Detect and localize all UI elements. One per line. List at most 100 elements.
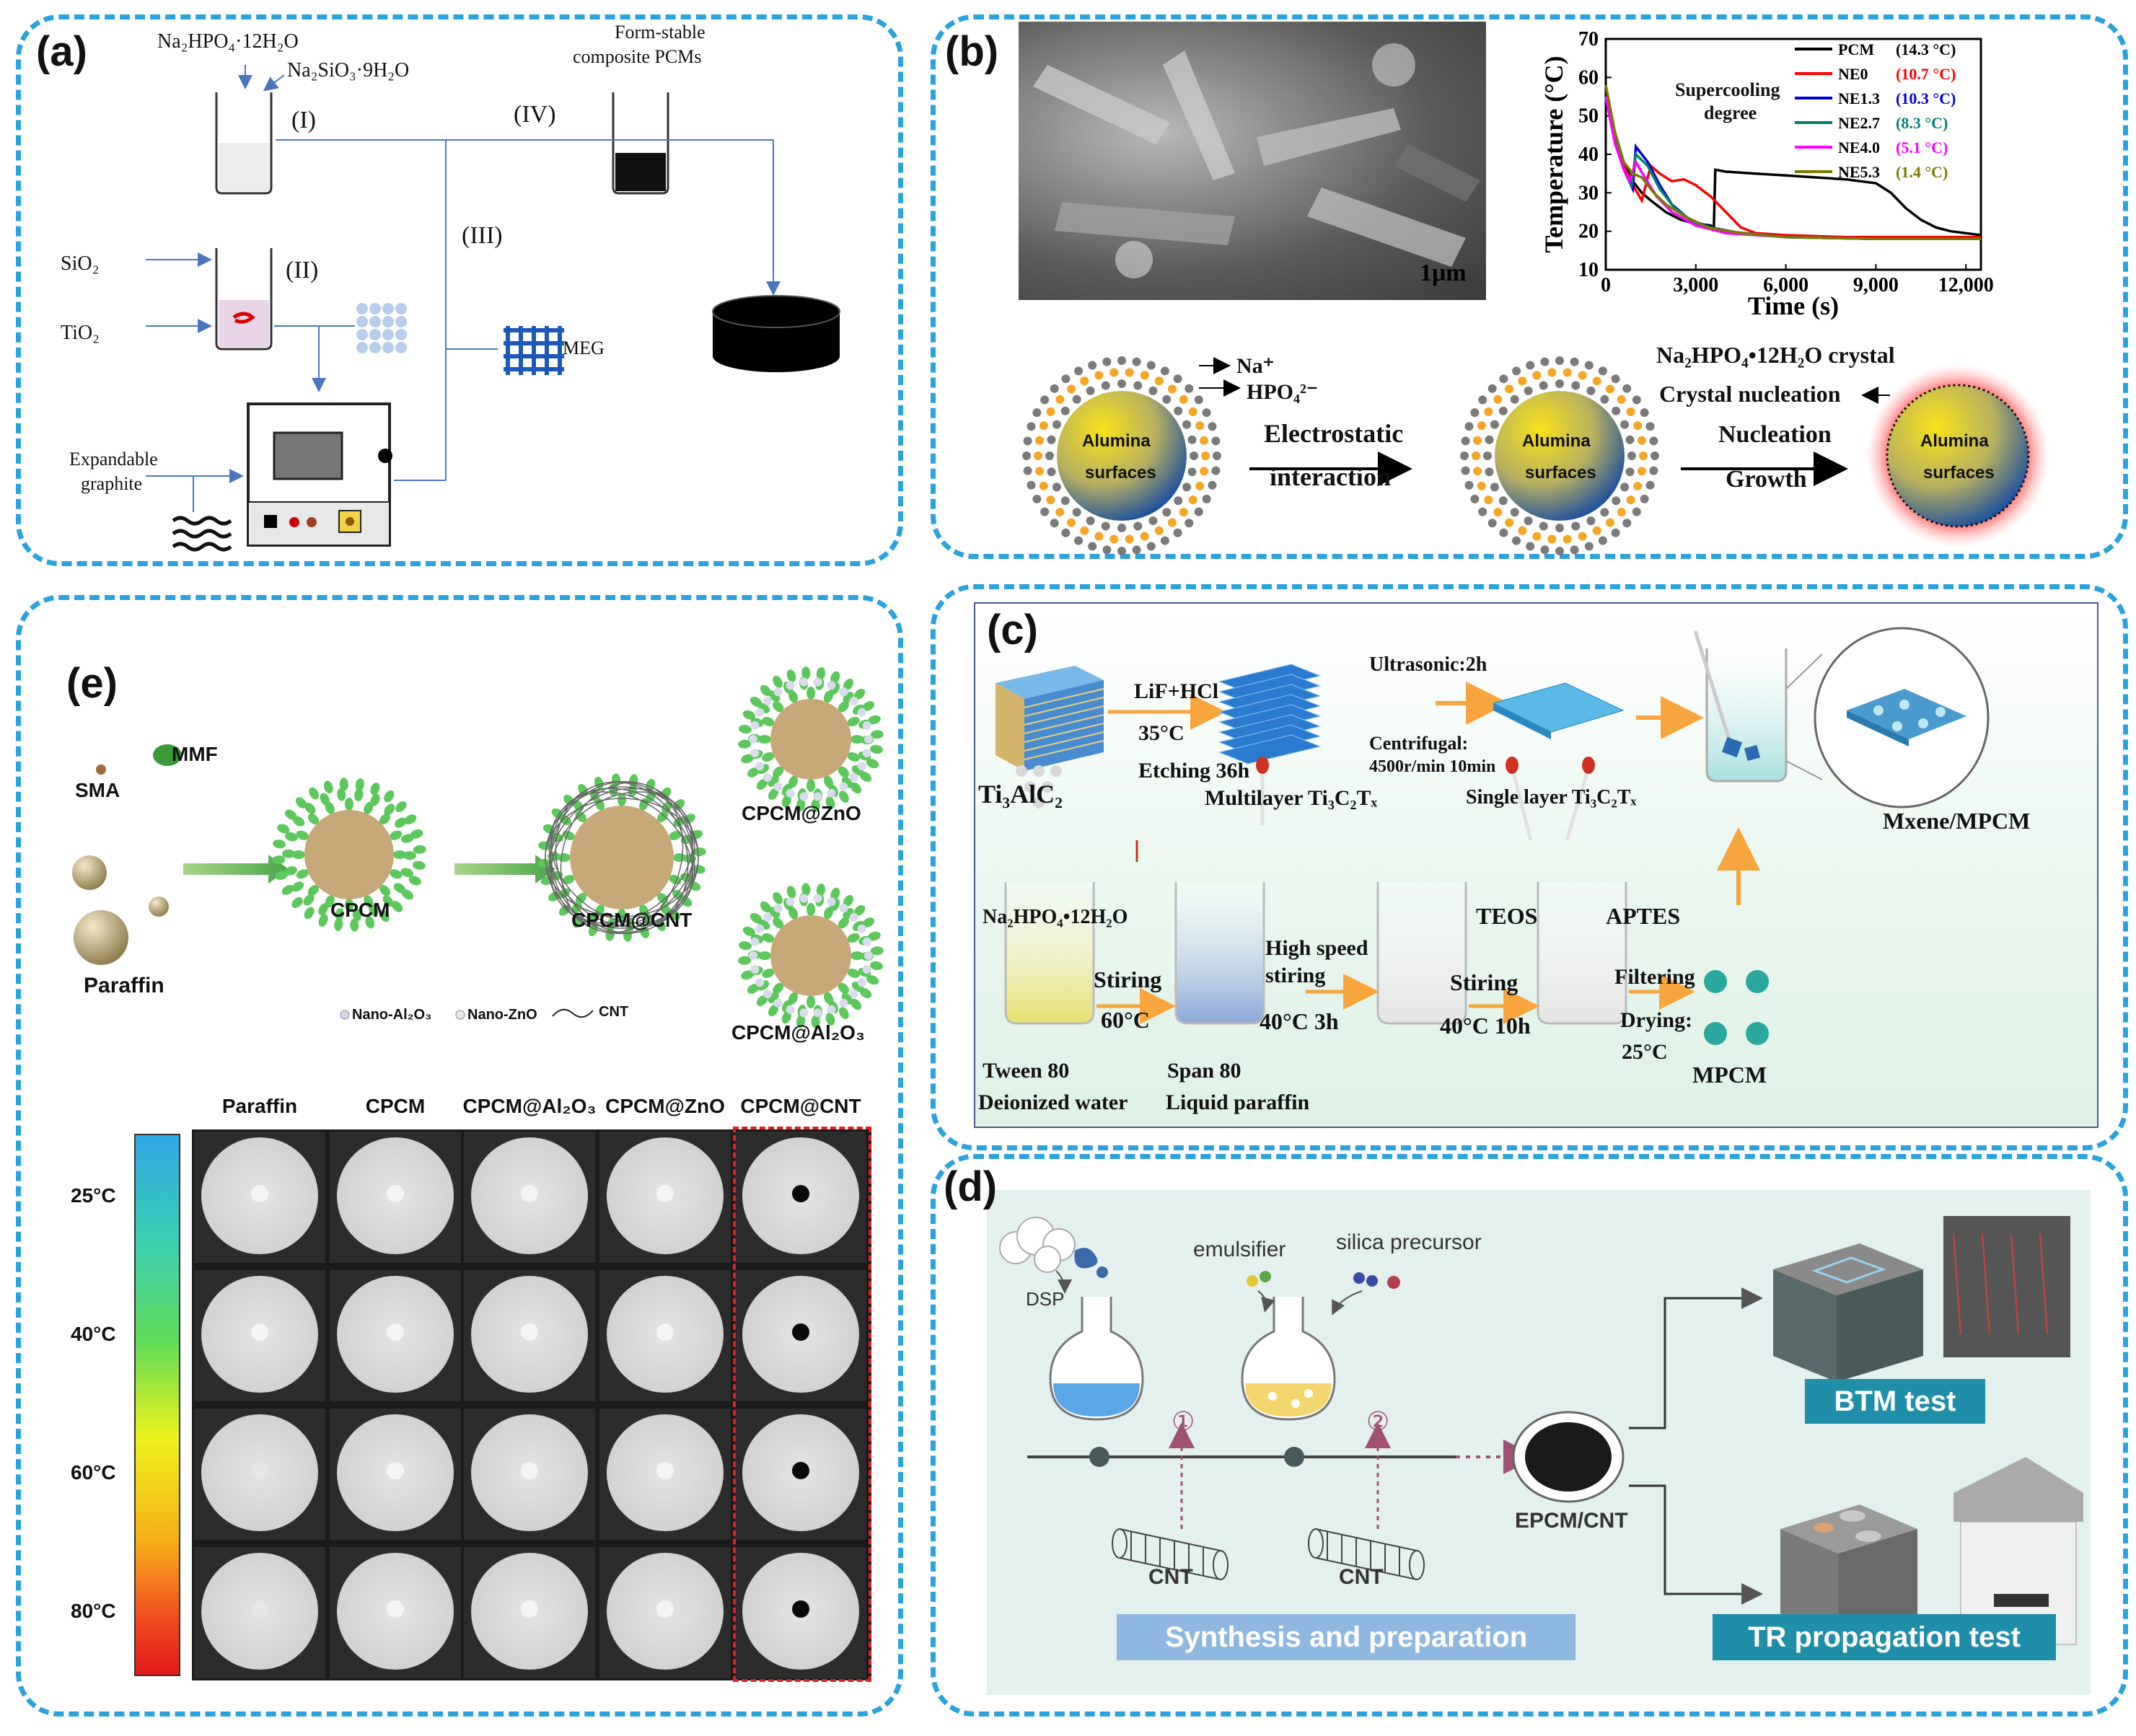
synthesis-banner: Synthesis and preparation — [1117, 1614, 1575, 1660]
ion-dot — [1133, 521, 1143, 531]
shell-unit — [693, 847, 706, 857]
ion-dot — [1493, 508, 1503, 517]
ion-dot — [1050, 384, 1059, 393]
shell-unit — [760, 901, 772, 913]
label-40c-3h: 40°C 3h — [1260, 1008, 1339, 1034]
nano-particle — [763, 697, 773, 705]
ion-dot — [1555, 356, 1564, 365]
label-na2hpo4: Na₂HPO₄·12H₂O — [157, 30, 299, 53]
shell-unit — [393, 850, 406, 859]
panel-d-diagram — [999, 1216, 2083, 1645]
alumina-sphere-1 — [1022, 356, 1221, 555]
btm-block — [1773, 1243, 1923, 1382]
ion-dot — [1612, 406, 1621, 415]
ion-dot — [1101, 521, 1110, 531]
legend-series-value: (10.3 °C) — [1896, 89, 1956, 107]
ion-dot — [1179, 395, 1188, 404]
shell-unit — [309, 787, 319, 800]
ion-dot — [1592, 526, 1601, 535]
label-ultrasonic: Ultrasonic:2h — [1369, 653, 1487, 676]
shell-unit — [773, 917, 784, 929]
ion-dot — [1088, 361, 1097, 370]
petri-dish — [337, 1414, 454, 1531]
cnt-strand — [550, 791, 694, 924]
black-disk — [712, 295, 840, 372]
shell-unit — [807, 687, 815, 700]
ion-dot — [1633, 421, 1643, 431]
shell-unit — [318, 903, 328, 916]
petri-dish — [201, 1137, 318, 1254]
shell-unit — [384, 803, 395, 816]
ion-dot — [1640, 494, 1649, 503]
ion-dot — [1645, 422, 1655, 431]
shell-unit — [403, 851, 416, 860]
petri-dish — [337, 1276, 454, 1393]
series-line-pcm — [1604, 96, 1982, 237]
ion-dot — [1555, 379, 1564, 388]
shell-unit — [756, 995, 768, 1007]
ion-dot — [1626, 407, 1635, 416]
shell-unit — [320, 793, 330, 806]
petri-dish — [607, 1276, 724, 1393]
beaker-stir — [1376, 882, 1467, 1025]
shell-unit — [756, 778, 768, 790]
shell-unit — [369, 904, 379, 917]
ion-dot — [1570, 545, 1579, 555]
shell-unit — [807, 903, 815, 916]
shell-unit — [379, 884, 391, 896]
shell-unit — [379, 909, 390, 922]
ion-dot — [1086, 386, 1095, 395]
sample-dot — [656, 1323, 674, 1341]
petri-dish — [471, 1276, 588, 1393]
ion-dot — [1461, 466, 1470, 475]
sample-dot — [387, 1323, 404, 1341]
ion-dot — [1598, 536, 1607, 545]
photo-cell — [599, 1409, 731, 1540]
ion-dot — [1540, 545, 1550, 555]
label-surfaces-3: surfaces — [1923, 463, 1995, 483]
shell-unit — [781, 1010, 791, 1024]
ion-dot — [1563, 368, 1572, 377]
ion-dot — [1117, 524, 1126, 532]
nano-particle — [750, 937, 760, 946]
shell-unit — [850, 782, 862, 794]
ion-dot — [1200, 467, 1208, 476]
shell-unit — [853, 688, 866, 700]
ion-dot — [1460, 451, 1469, 460]
x-axis-label: Time (s) — [1748, 291, 1839, 320]
ion-dot — [1101, 381, 1110, 390]
label-mxene-mpcm: Mxene/MPCM — [1883, 808, 2031, 834]
ion-dot — [1088, 542, 1097, 551]
shell-unit — [339, 777, 348, 791]
ion-dot — [1185, 519, 1194, 528]
label-cnt-1: CNT — [1148, 1565, 1193, 1589]
temperature-label: 40°C — [71, 1323, 116, 1345]
label-step-2: (II) — [286, 257, 319, 283]
ion-dot — [1174, 406, 1183, 415]
shell-unit — [866, 975, 879, 985]
label-drying: Drying: — [1620, 1008, 1692, 1032]
label-aptes: APTES — [1606, 903, 1681, 929]
ion-dot — [1072, 395, 1081, 404]
ion-dot — [1125, 534, 1134, 544]
nano-particle — [813, 1008, 822, 1018]
label-step-1-d: ① — [1172, 1406, 1195, 1436]
ion-dot — [1461, 436, 1470, 446]
sample-dot — [792, 1185, 809, 1202]
label-centrifugal: Centrifugal: — [1369, 733, 1469, 754]
shell-unit — [307, 813, 320, 825]
photo-cell — [599, 1270, 731, 1401]
temperature-color-bar — [134, 1134, 180, 1676]
ion-dot — [1477, 481, 1486, 490]
nano-particle — [857, 762, 866, 771]
shell-unit — [868, 931, 881, 941]
ion-dot — [1555, 524, 1564, 532]
x-tick-label: 0 — [1601, 274, 1611, 296]
ion-dot — [1547, 368, 1557, 377]
ion-dot — [1023, 436, 1032, 446]
shell-unit — [811, 798, 820, 812]
y-axis-label: Temperature (°C) — [1539, 56, 1568, 252]
ion-dot — [1102, 545, 1112, 555]
x-tick-label: 9,000 — [1853, 274, 1899, 296]
ion-dot — [1625, 435, 1635, 444]
